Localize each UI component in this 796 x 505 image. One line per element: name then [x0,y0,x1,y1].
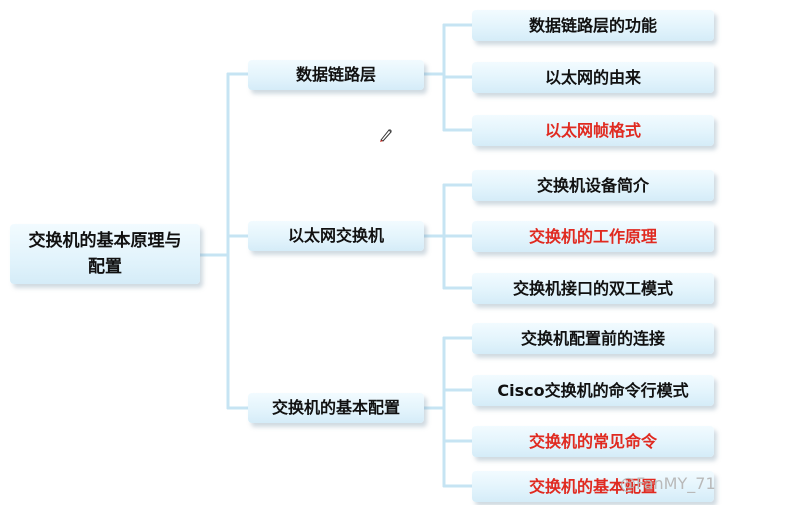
section-node-data-link-layer[interactable]: 数据链路层 [248,60,424,90]
leaf-node[interactable]: 交换机的常见命令 [472,426,714,457]
leaf-label: 以太网帧格式 [544,120,641,140]
leaf-node[interactable]: 数据链路层的功能 [472,10,714,41]
leaf-node[interactable]: 以太网的由来 [472,62,714,93]
leaf-node[interactable]: 以太网帧格式 [472,115,714,146]
section-node-switch-basic-config[interactable]: 交换机的基本配置 [248,393,424,423]
leaf-node[interactable]: 交换机的工作原理 [472,221,714,252]
leaf-node[interactable]: Cisco交换机的命令行模式 [472,375,714,406]
leaf-label: 交换机的常见命令 [528,431,657,451]
root-label-line1: 交换机的基本原理与 [28,231,182,251]
section-label: 数据链路层 [295,65,376,84]
leaf-label: 交换机的工作原理 [528,226,657,246]
leaf-label: 交换机配置前的连接 [520,328,665,348]
pen-cursor-icon [380,129,392,142]
leaf-label: 交换机的基本配置 [528,476,657,496]
leaf-node[interactable]: 交换机设备简介 [472,170,714,201]
leaf-label: 数据链路层的功能 [528,15,657,35]
leaf-node[interactable]: 交换机的基本配置 [472,471,714,502]
section-node-ethernet-switch[interactable]: 以太网交换机 [248,221,424,251]
root-node[interactable]: 交换机的基本原理与 配置 [10,224,200,284]
root-label-line2: 配置 [88,257,122,277]
leaf-node[interactable]: 交换机接口的双工模式 [472,273,714,304]
section-label: 交换机的基本配置 [271,398,400,417]
leaf-label: 交换机接口的双工模式 [512,278,673,298]
section-label: 以太网交换机 [287,226,384,245]
leaf-node[interactable]: 交换机配置前的连接 [472,323,714,354]
watermark: @FanMY_71 [620,474,716,493]
leaf-label: 交换机设备简介 [536,175,649,195]
leaf-label: 以太网的由来 [544,67,641,87]
leaf-label: Cisco交换机的命令行模式 [497,380,689,400]
